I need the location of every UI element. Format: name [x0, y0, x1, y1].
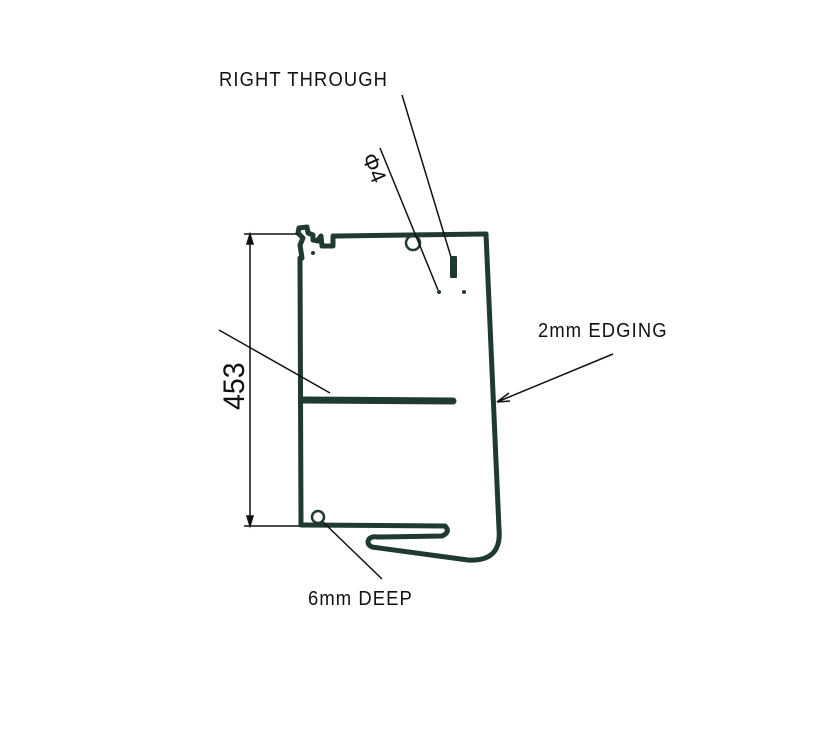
right-through-label: RIGHT THROUGH	[219, 69, 389, 91]
leader-lines	[218, 94, 614, 580]
height-dimension-label: 453	[218, 362, 251, 410]
hole-markers	[311, 251, 466, 294]
depth-label: 6mm DEEP	[308, 588, 413, 610]
profile-outline	[295, 224, 502, 563]
edging-label: 2mm EDGING	[538, 320, 668, 342]
